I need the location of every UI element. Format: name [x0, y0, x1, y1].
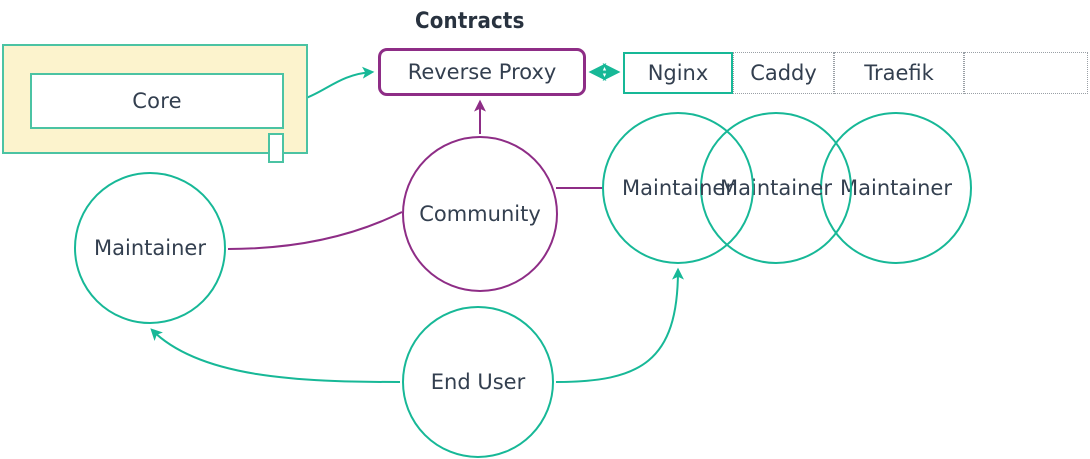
- impl-label-traefik: Traefik: [864, 61, 934, 85]
- core-node[interactable]: Core: [30, 73, 284, 129]
- actor-maintainer-1[interactable]: Maintainer: [602, 112, 754, 264]
- actor-label-maintainer-left: Maintainer: [94, 236, 206, 260]
- core-container[interactable]: Core: [2, 44, 308, 163]
- actor-maintainer-left[interactable]: Maintainer: [74, 172, 226, 324]
- reverse-proxy-label: Reverse Proxy: [407, 60, 557, 84]
- edge-end-user-to-maintainer-left: [150, 328, 401, 383]
- impl-cell-nginx[interactable]: Nginx: [623, 52, 733, 94]
- actor-label-community: Community: [419, 202, 541, 226]
- actor-end-user[interactable]: End User: [402, 306, 554, 458]
- core-label: Core: [132, 89, 182, 113]
- actor-maintainer-3[interactable]: Maintainer: [820, 112, 972, 264]
- actor-community[interactable]: Community: [402, 136, 558, 292]
- edge-end-user-to-maintainer-1: [555, 267, 684, 383]
- actor-label-maintainer-1: Maintainer: [622, 176, 734, 200]
- impl-label-nginx: Nginx: [647, 61, 709, 85]
- impl-label-caddy: Caddy: [750, 61, 817, 85]
- edge-community-to-maintainer-left: [227, 211, 403, 250]
- actor-label-end-user: End User: [430, 370, 526, 394]
- impl-cell-empty[interactable]: [964, 52, 1088, 94]
- contracts-group-title: Contracts: [415, 9, 525, 34]
- core-port[interactable]: [268, 133, 284, 163]
- impl-cell-caddy[interactable]: Caddy: [733, 52, 834, 94]
- implementations-table: Nginx Caddy Traefik: [623, 52, 1088, 94]
- reverse-proxy-node[interactable]: Reverse Proxy: [378, 48, 586, 96]
- actor-label-maintainer-3: Maintainer: [840, 176, 952, 200]
- impl-cell-traefik[interactable]: Traefik: [834, 52, 964, 94]
